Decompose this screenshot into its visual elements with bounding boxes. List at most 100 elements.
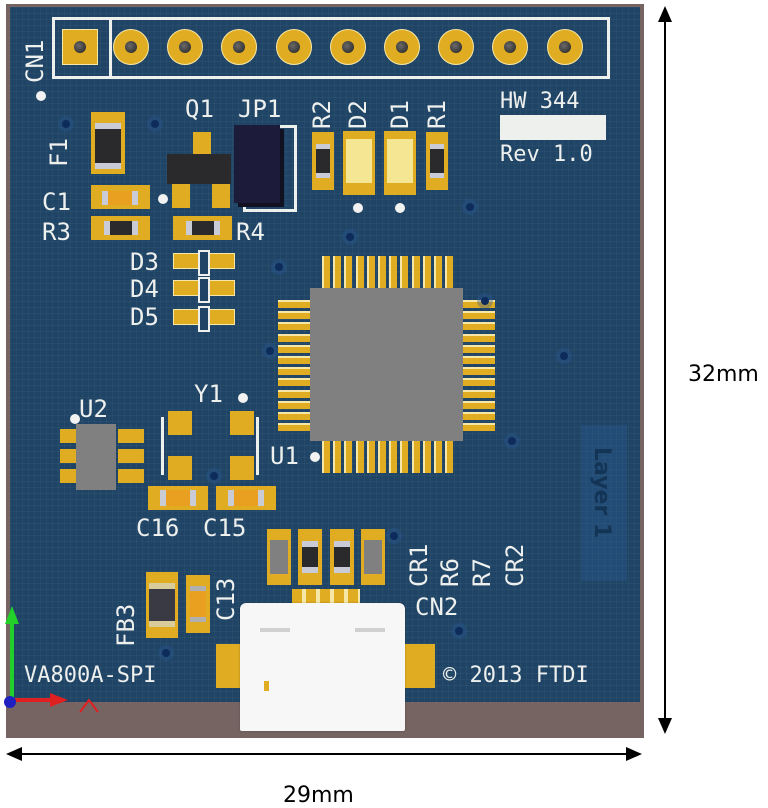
cn1-pin-4 [221,29,258,65]
u1-pin-top [355,256,364,290]
via [390,532,398,540]
y1-outline-right [256,417,259,475]
u1-pin-left [278,300,312,308]
via [151,120,159,128]
pcb-board: CN1 F1 Q1 JP1 C1 R3 R4 D3 D4 D5 R2 D2 D1… [10,7,640,702]
c1-body [108,191,132,205]
layer-label: Layer 1 [589,447,614,539]
u1-pin-top [344,256,353,290]
q1-pad-left [172,184,190,208]
d3-gap [198,250,210,276]
via [346,233,354,241]
u1-pin-top [411,256,420,290]
cn1-pin-1-hole [74,41,86,53]
label-d5: D5 [130,303,159,331]
via [275,263,283,271]
u1-body [310,288,463,441]
arrow-left-icon [6,747,22,761]
u1-pin-top [400,256,409,290]
u1-pin-bottom [422,439,431,473]
u1-pin-left [278,412,312,420]
label-c13: C13 [212,577,240,621]
fb3-body [149,589,175,621]
usb-connector-slot-right [355,628,385,632]
u1-pin-bottom [355,439,364,473]
u1-pin-top [366,256,375,290]
cn1-pin-10 [546,29,583,65]
u1-pin-left [278,367,312,376]
u1-pin-right [461,412,495,420]
arrow-up-icon [658,6,672,22]
product-name: VA800A-SPI [24,663,157,688]
label-d2: D2 [344,100,372,129]
d2-dot [353,203,363,213]
via [162,649,170,657]
u1-pin-bottom [333,439,342,473]
label-c15: C15 [203,514,247,542]
u1-pin-top [389,256,398,290]
u1-pin-bottom [366,439,375,473]
label-c16: C16 [136,514,180,542]
axis-y-arrow-icon [5,606,19,624]
u1-pin-right [461,300,495,308]
label-r6: R6 [436,558,464,587]
label-y1: Y1 [194,380,223,408]
cr2-body [364,540,382,574]
u1-pin-left [278,389,312,398]
u1-pin-right [461,344,495,353]
label-c1: C1 [42,188,71,216]
c15-body [234,490,258,506]
cn2-mount-pad-right [405,644,435,688]
u1-pin-top [333,256,342,290]
r2-body [316,149,330,173]
axis-x-arrow-icon [50,693,68,707]
cn1-pin-9 [492,29,529,65]
d2-body [346,139,372,183]
via [455,627,463,635]
r1-body [430,149,444,173]
rev-label: Rev 1.0 [500,142,593,167]
width-dimension [6,747,642,761]
u1-pin-top [445,256,454,290]
r6-body [302,547,318,567]
via [62,120,70,128]
y1-pad-br [230,456,254,480]
y1-pad-tl [168,411,192,435]
cn1-pin-3 [167,29,204,65]
d5-gap [198,306,210,332]
cn1-pin-7 [384,29,420,65]
label-f1: F1 [45,138,73,167]
layer-label-box [581,425,627,581]
u1-pin-bottom [411,439,420,473]
u1-pin-right [461,378,495,387]
u1-pin-left [278,344,312,353]
u1-pin-left [278,356,312,364]
f1-body [95,129,121,163]
width-dimension-label: 29mm [283,783,354,808]
y1-outline-left [161,417,164,475]
label-d4: D4 [130,275,159,303]
via [210,472,218,480]
c13-body [190,591,206,617]
jp1-body [234,125,280,203]
hw-label-box [500,115,606,140]
u1-pin-top [434,256,442,290]
arrow-right-icon [626,747,642,761]
u1-pin-top [322,256,330,290]
label-u2: U2 [79,395,108,423]
height-dimension [658,6,672,734]
u1-pin-left [278,400,312,409]
u1-pin-top [378,256,386,290]
via [560,352,568,360]
hw-label: HW 344 [500,89,580,114]
via [481,297,489,305]
label-r3: R3 [42,218,71,246]
u1-pin-right [461,367,495,376]
u1-pin-bottom [378,439,386,473]
r7-body [334,547,350,567]
label-cr1: CR1 [405,543,433,587]
cn1-pin-5 [275,29,312,65]
r3-body [110,221,132,235]
u2-pad-r3 [118,469,144,483]
label-r2: R2 [308,100,336,129]
